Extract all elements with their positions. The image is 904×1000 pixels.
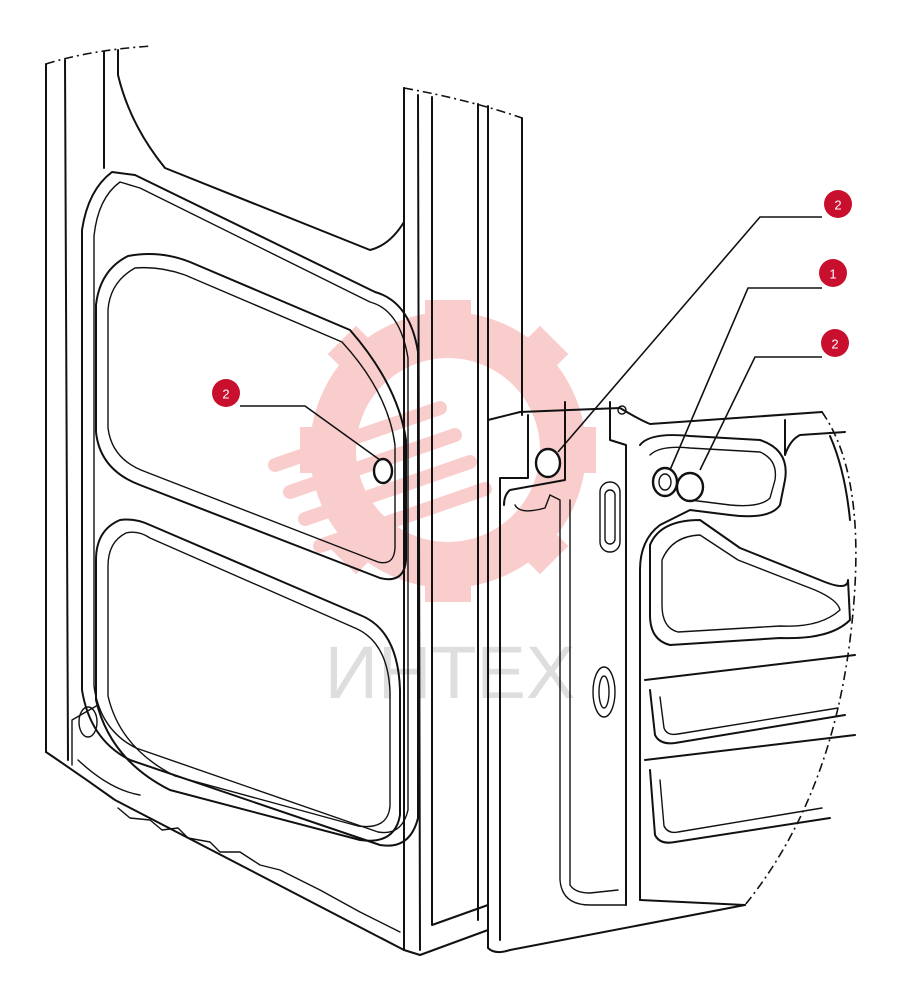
right-inner-panel	[487, 401, 857, 954]
watermark-text: ИНТЕХ	[325, 631, 576, 714]
plugs	[372, 447, 705, 503]
callout-label: 2	[834, 198, 841, 213]
leader-left-2	[240, 405, 381, 461]
left-door-panel	[45, 45, 419, 951]
plug-center	[534, 447, 562, 479]
leader-right-top-2	[557, 216, 822, 453]
leader-right-bottom-2	[699, 356, 822, 471]
plug-right-1-outer	[651, 466, 679, 498]
callout-label: 1	[829, 267, 836, 282]
leader-lines	[240, 216, 822, 471]
callout-right-bottom-2: 2	[821, 329, 849, 357]
plug-right-1-inner	[658, 473, 672, 491]
callout-right-top-2: 2	[824, 190, 852, 218]
callout-label: 2	[222, 387, 229, 402]
plug-left	[372, 457, 394, 485]
leader-right-1	[669, 287, 822, 471]
callout-right-1: 1	[819, 259, 847, 287]
plug-right-2	[675, 471, 705, 503]
callout-label: 2	[831, 337, 838, 352]
center-pillar	[403, 87, 523, 956]
callout-left-2: 2	[212, 379, 240, 407]
